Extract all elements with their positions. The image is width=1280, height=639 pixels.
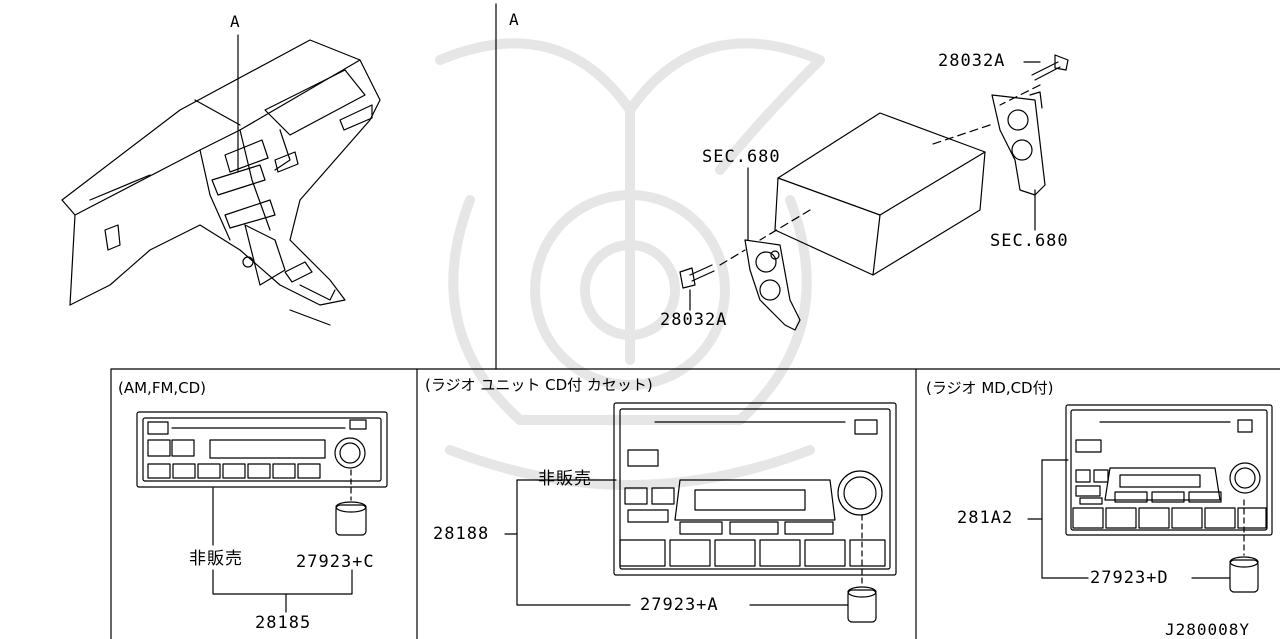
part-label-sec680-left: SEC.680 (702, 147, 781, 167)
part-label-281a2: 281A2 (957, 508, 1014, 528)
part-label-28185: 28185 (255, 613, 312, 633)
part-label-not-sold-1: 非販売 (189, 549, 243, 569)
part-label-27923c: 27923+C (296, 552, 375, 572)
assembly-lines (719, 84, 1041, 266)
header-am-fm-cd: (AM,FM,CD) (118, 379, 207, 397)
watermark-emblem (435, 38, 825, 490)
panel-frames (110, 3, 1280, 639)
leader-lines-unit2 (504, 479, 849, 606)
part-label-not-sold-2: 非販売 (538, 469, 592, 489)
part-label-27923d: 27923+D (1090, 568, 1169, 588)
radio-md-cd-icon (1065, 404, 1273, 593)
audio-unit-box-icon (774, 112, 986, 276)
left-bracket-icon (744, 239, 801, 331)
part-label-sec680-right: SEC.680 (990, 231, 1069, 251)
header-md-cd: (ラジオ MD,CD付) (926, 379, 1054, 397)
leader-lines-unit3 (1027, 459, 1231, 579)
part-label-28032a-top: 28032A (938, 51, 1006, 71)
view-label-exploded: A (509, 10, 520, 29)
screw-top-icon (1031, 54, 1069, 81)
leader-lines-top (689, 61, 1041, 311)
part-label-28032a-bottom: 28032A (660, 310, 728, 330)
part-label-28188: 28188 (433, 524, 490, 544)
part-label-27923a: 27923+A (640, 595, 719, 615)
radio-am-fm-cd-icon (136, 411, 388, 536)
screw-bottom-icon (679, 264, 715, 289)
view-label-dashboard: A (230, 12, 241, 31)
diagram-code: J280008Y (1165, 620, 1251, 639)
right-bracket-icon (991, 91, 1046, 196)
header-cassette: (ラジオ ユニット CD付 カセット) (425, 376, 653, 394)
dashboard-icon (61, 34, 381, 326)
radio-cassette-icon (613, 402, 897, 623)
leader-lines-unit1 (212, 487, 353, 613)
